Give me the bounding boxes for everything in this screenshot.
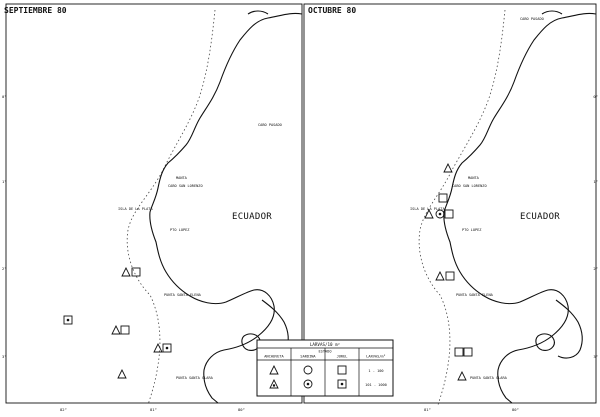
lat-tick-left-2: 2° [2,266,7,271]
legend-range-high: 101 - 1000 [365,383,387,387]
sardina-high-dot [438,212,442,216]
map-frame-left [5,3,303,404]
anchoveta-low-marker [443,162,453,173]
anchoveta-low-marker [121,266,131,277]
country-label-right: ECUADOR [520,212,560,222]
anchoveta-low-marker [424,208,434,219]
legend-col-anchoveta: ANCHOVETA [264,355,284,359]
jurel-high-dot [165,346,169,350]
lat-tick-right-2: 2° [593,266,598,271]
legend-sardina-high-dot [306,382,310,386]
jurel-low-marker [120,325,130,335]
place-cabo-san-lorenzo-left: CABO SAN LORENZO [168,184,203,188]
jurel-high-marker [162,343,172,353]
anchoveta-low-marker [457,370,467,381]
legend-jurel-low [337,365,347,375]
country-label-left: ECUADOR [232,212,272,222]
lon-tick-left-2: 80° [238,407,245,412]
place-cabo-san-lorenzo-right: CABO SAN LORENZO [452,184,487,188]
place-punta-santa-clara-right: PUNTA SANTA CLARA [470,376,508,380]
lon-tick-left-1: 81° [150,407,157,412]
map-frame-right [303,3,597,404]
legend-anchoveta-high-dot [272,384,276,387]
coast-detail-left [247,10,269,15]
anchoveta-low-marker [153,342,163,353]
place-cabo-pasado-left: CABO PASADO [258,123,282,127]
sardina-high-marker [435,209,445,219]
place-punta-santa-elena-left: PUNTA SANTA ELENA [164,293,202,297]
jurel-low-marker [463,347,473,357]
anchoveta-low-marker [435,270,445,281]
place-isla-de-la-plata-left: ISLA DE LA PLATA [118,207,153,211]
place-pto-lopez-right: PTO LOPEZ [462,228,482,232]
lon-tick-right-1: 80° [512,407,519,412]
legend-anchoveta-high [269,378,279,389]
place-manta-right: MANTA [468,176,480,180]
coastline-right [443,12,597,404]
jurel-low-marker [454,347,464,357]
puna-island-right [535,333,555,351]
shelf-line-left [126,9,216,406]
place-punta-santa-clara-left: PUNTA SANTA CLARA [176,376,214,380]
jurel-low-marker [438,193,448,203]
legend-sardina-low [303,365,313,375]
legend-box: LARVAS/10 m² ESTADO ANCHOVETA SARDINA JU… [256,339,394,397]
lat-tick-right-3: 3° [593,354,598,359]
gulf-shore-right [555,299,583,359]
lon-tick-left-0: 82° [60,407,67,412]
jurel-high-marker [63,315,73,325]
legend-group-head: ESTADO [319,350,332,354]
lon-tick-right-0: 81° [424,407,431,412]
legend-jurel-high [337,379,347,389]
place-punta-santa-elena-right: PUNTA SANTA ELENA [456,293,494,297]
place-pto-lopez-left: PTO LOPEZ [170,228,190,232]
legend-sardina-high [303,379,313,389]
anchoveta-low-marker [111,324,121,335]
legend-col-larvas: LARVAS/m² [366,355,385,359]
map-september: SEPTIEMBRE 80 CABO PASADO MANTA CABO SAN… [2,3,303,412]
jurel-low-marker [131,267,141,277]
legend-col-sardina: SARDINA [300,355,316,359]
jurel-low-marker [445,271,455,281]
coast-detail-right [541,10,563,15]
station-symbols-right [424,162,473,381]
jurel-low-marker [444,209,454,219]
anchoveta-low-marker [117,368,127,379]
legend-range-low: 1 - 100 [368,369,383,373]
legend-title: LARVAS/10 m² [310,342,340,347]
map-title-left: SEPTIEMBRE 80 [4,6,67,15]
jurel-high-dot [66,318,70,322]
place-isla-de-la-plata-right: ISLA DE LA PLATA [410,207,445,211]
legend-jurel-high-dot [340,382,344,386]
lat-tick-right-0: 0° [593,94,598,99]
lat-tick-left-0: 0° [2,94,7,99]
lat-tick-left-3: 3° [2,354,7,359]
place-cabo-pasado-right: CABO PASADO [520,17,544,21]
place-manta-left: MANTA [176,176,188,180]
lat-tick-right-1: 1° [593,179,598,184]
station-symbols-left [63,266,172,379]
map-title-right: OCTUBRE 80 [308,6,356,15]
lat-tick-left-1: 1° [2,179,7,184]
legend-anchoveta-low [269,364,279,375]
map-october: OCTUBRE 80 CABO PASADO MANTA CABO SAN LO… [303,3,598,412]
legend-col-jurel: JUREL [337,355,348,359]
